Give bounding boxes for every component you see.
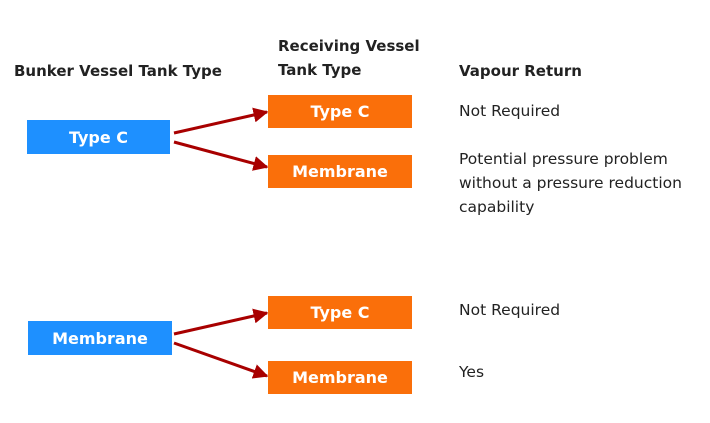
vapour-note-not-required: Not Required xyxy=(459,298,560,322)
bunker-box-membrane: Membrane xyxy=(28,321,172,355)
note-line: Not Required xyxy=(459,301,561,319)
arrow-typec-to-typec xyxy=(173,107,269,135)
vapour-note-not-required: Not Required xyxy=(459,99,560,123)
header-receiving-vessel-line1: Receiving Vessel xyxy=(278,37,420,55)
receiving-box-membrane: Membrane xyxy=(268,361,412,394)
receiving-box-membrane: Membrane xyxy=(268,155,412,188)
note-line: capability xyxy=(459,198,535,216)
note-line: Yes xyxy=(459,363,485,381)
receiving-box-type-c: Type C xyxy=(268,296,412,329)
note-line: Potential pressure problem xyxy=(459,150,668,168)
vapour-note-yes: Yes xyxy=(459,360,484,384)
header-bunker-vessel-tank-type: Bunker Vessel Tank Type xyxy=(14,62,222,80)
header-receiving-vessel-line2: Tank Type xyxy=(278,61,362,79)
arrow-typec-to-membrane xyxy=(173,140,269,171)
receiving-box-type-c: Type C xyxy=(268,95,412,128)
arrow-membrane-to-membrane xyxy=(173,341,269,379)
vapour-note-pressure-problem: Potential pressure problem without a pre… xyxy=(459,147,682,219)
note-line: Not Required xyxy=(459,102,561,120)
arrow-membrane-to-typec xyxy=(173,308,269,336)
bunker-box-type-c: Type C xyxy=(27,120,170,154)
note-line: without a pressure reduction xyxy=(459,174,682,192)
header-vapour-return: Vapour Return xyxy=(459,62,582,80)
